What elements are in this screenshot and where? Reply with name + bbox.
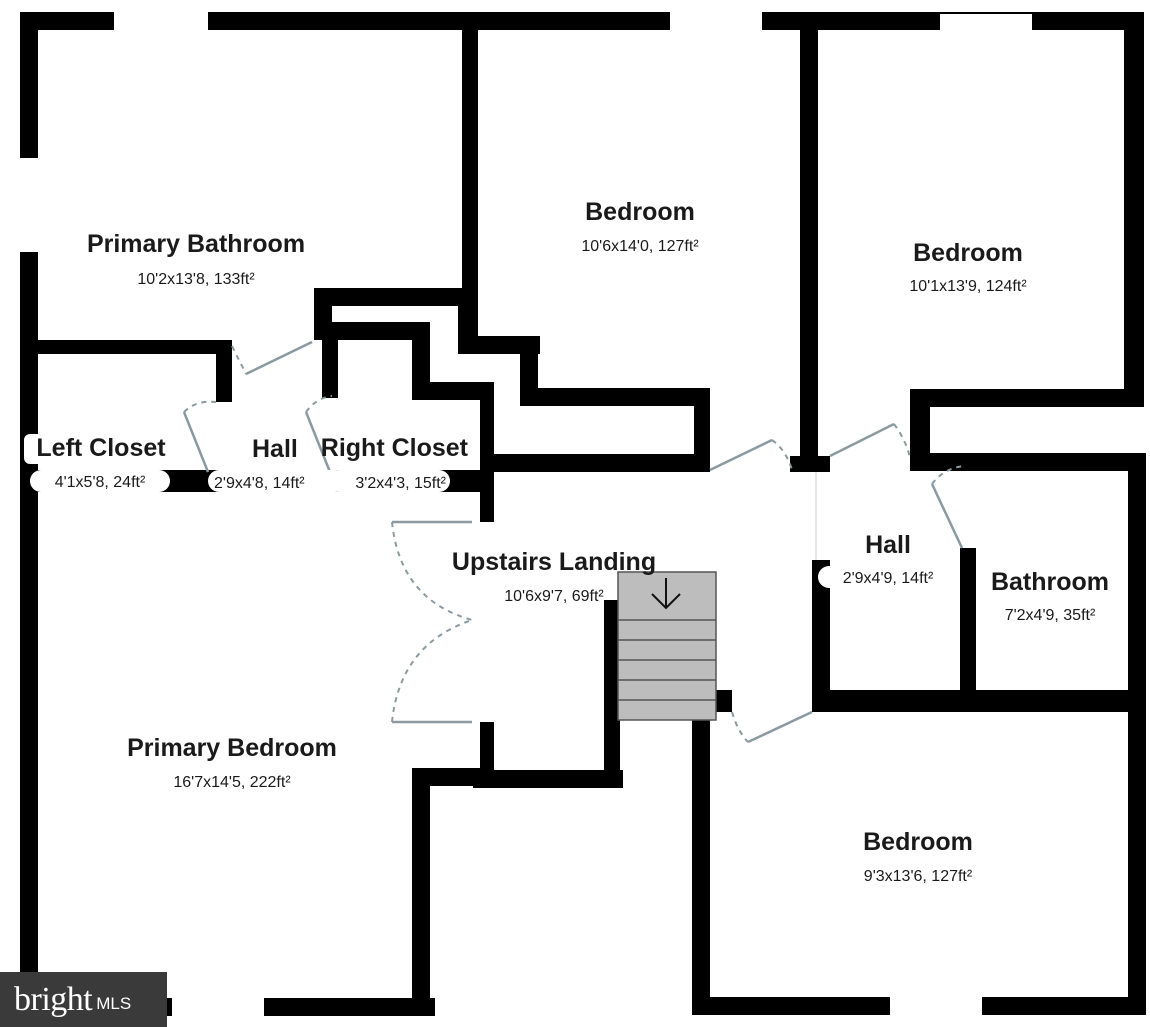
room-left-closet: Left Closet 4'1x5'8, 24ft² [36, 434, 166, 491]
room-dims: 10'2x13'8, 133ft² [137, 271, 255, 288]
room-dims: 9'3x13'6, 127ft² [864, 868, 973, 885]
room-dims: 3'2x4'3, 15ft² [355, 475, 446, 492]
room-primary-bedroom: Primary Bedroom 16'7x14'5, 222ft² [127, 734, 337, 791]
room-bedroom-top-middle: Bedroom 10'6x14'0, 127ft² [581, 198, 699, 255]
room-bedroom-top-right: Bedroom 10'1x13'9, 124ft² [909, 239, 1027, 295]
stair-down-arrow-icon [651, 578, 681, 610]
room-dims: 2'9x4'8, 14ft² [214, 475, 305, 492]
doors [182, 340, 965, 744]
walls [20, 12, 1146, 1017]
dimension-pills [24, 434, 1124, 596]
room-bedroom-bottom-right: Bedroom 9'3x13'6, 127ft² [863, 828, 973, 885]
room-dims: 10'1x13'9, 124ft² [909, 278, 1027, 295]
window [114, 12, 208, 30]
room-name: Upstairs Landing [452, 548, 656, 576]
logo-suffix: MLS [96, 993, 132, 1013]
windows [20, 12, 1032, 1016]
room-dims: 16'7x14'5, 222ft² [173, 774, 291, 791]
room-dims: 7'2x4'9, 35ft² [1005, 607, 1096, 624]
room-primary-bathroom: Primary Bathroom 10'2x13'8, 133ft² [87, 230, 305, 288]
room-name: Primary Bedroom [127, 734, 337, 762]
room-right-closet: Right Closet 3'2x4'3, 15ft² [306, 432, 469, 492]
room-name: Bedroom [913, 239, 1023, 267]
logo-brand: bright [14, 980, 93, 1018]
window [890, 997, 982, 1015]
window [20, 158, 38, 252]
room-name: Bathroom [991, 568, 1109, 596]
bright-mls-logo: bright MLS [0, 972, 167, 1027]
room-dims: 10'6x14'0, 127ft² [581, 238, 699, 255]
room-dims: 10'6x9'7, 69ft² [504, 588, 604, 605]
room-name: Primary Bathroom [87, 230, 305, 258]
window [670, 12, 762, 30]
room-name: Left Closet [36, 434, 166, 462]
room-name: Right Closet [321, 434, 469, 462]
room-dims: 4'1x5'8, 24ft² [55, 474, 146, 491]
window [172, 998, 264, 1016]
room-name: Bedroom [863, 828, 973, 856]
window [940, 14, 1032, 30]
room-name: Hall [865, 531, 911, 559]
room-name: Hall [252, 435, 298, 463]
room-bathroom: Bathroom 7'2x4'9, 35ft² [991, 568, 1109, 624]
room-dims: 2'9x4'9, 14ft² [843, 570, 934, 587]
room-name: Bedroom [585, 198, 695, 226]
room-upstairs-landing: Upstairs Landing 10'6x9'7, 69ft² [452, 548, 656, 605]
staircase [617, 571, 717, 721]
room-hall-upper: Hall 2'9x4'8, 14ft² [214, 435, 305, 492]
room-hall-lower: Hall 2'9x4'9, 14ft² [843, 531, 934, 587]
